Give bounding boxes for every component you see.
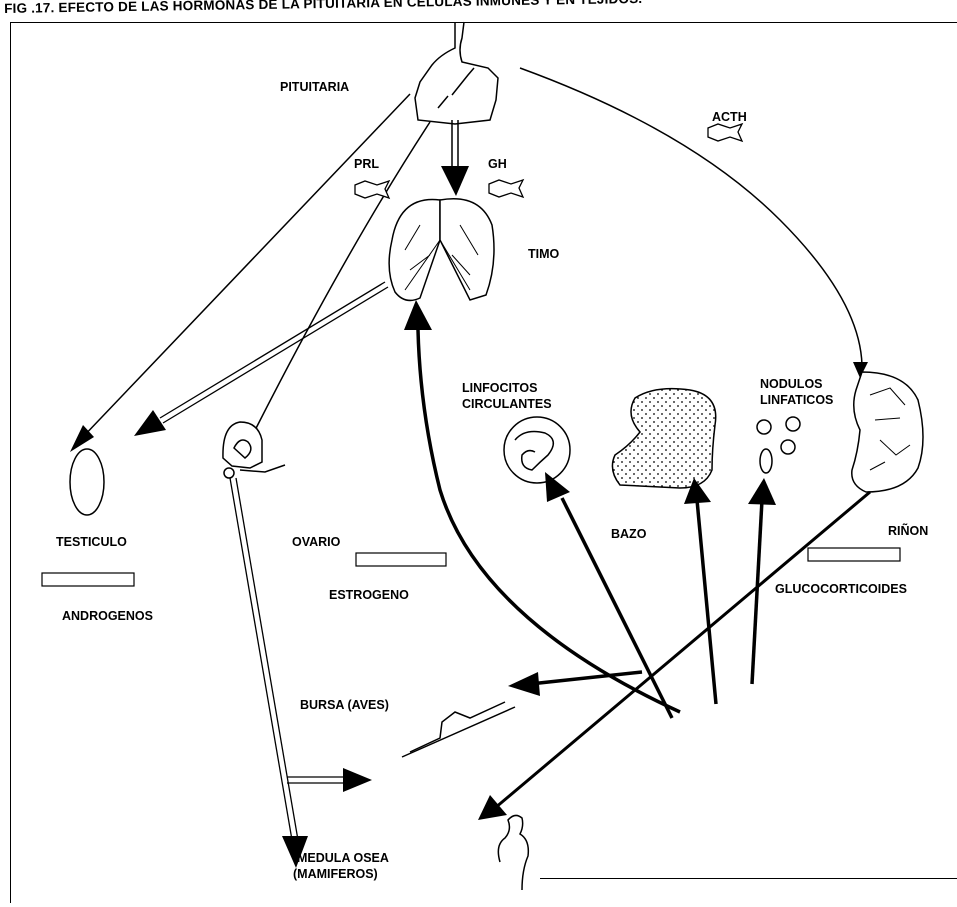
label-linfocitos-1: LINFOCITOS [462, 381, 537, 396]
arrow-ovario-bursa [287, 768, 372, 792]
label-ovario: OVARIO [292, 535, 340, 550]
label-timo: TIMO [528, 247, 559, 262]
label-testiculo: TESTICULO [56, 535, 127, 550]
glucocorticoid-line [495, 492, 870, 808]
arrowhead-nodulos [748, 478, 776, 505]
androgenos-bar [42, 573, 134, 586]
arrow-gluco-bazo [697, 500, 716, 704]
label-medula-1: MEDULA OSEA [297, 851, 389, 866]
spleen-organ [612, 389, 715, 488]
arrowhead-medula [478, 795, 507, 820]
label-bazo: BAZO [611, 527, 646, 542]
glucocorticoides-bar [808, 548, 900, 561]
arrow-acth-rinon [520, 68, 862, 365]
arrowhead-bursa [508, 672, 540, 696]
label-estrogeno: ESTROGENO [329, 588, 409, 603]
hormone-tag-icon [355, 124, 742, 198]
label-medula-2: (MAMIFEROS) [293, 867, 378, 882]
label-pituitaria: PITUITARIA [280, 80, 349, 95]
arrow-pituitaria-testiculo [80, 94, 410, 440]
label-glucocorticoides: GLUCOCORTICOIDES [775, 582, 907, 597]
thymus-organ [389, 199, 494, 301]
label-nodulos-1: NODULOS [760, 377, 823, 392]
label-gh: GH [488, 157, 507, 172]
lymph-nodes [757, 417, 800, 473]
pituitary-organ [415, 22, 498, 124]
label-nodulos-2: LINFATICOS [760, 393, 833, 408]
bursa-organ [402, 702, 515, 757]
arrow-timo-testiculo [134, 282, 388, 436]
estrogeno-bar [356, 553, 446, 566]
label-linfocitos-2: CIRCULANTES [462, 397, 552, 412]
label-acth: ACTH [712, 110, 747, 125]
arrowhead-timo [404, 300, 432, 330]
ovary-organ [223, 422, 285, 478]
label-rinon: RIÑON [888, 524, 928, 539]
label-bursa: BURSA (AVES) [300, 698, 389, 713]
kidney-organ [852, 372, 923, 492]
arrow-gh-timo [441, 120, 469, 196]
testicle-shape [70, 449, 104, 515]
lymphocyte-cell [504, 417, 570, 483]
label-androgenos: ANDROGENOS [62, 609, 153, 624]
arrow-gluco-bursa [530, 672, 642, 684]
bone-marrow-organ [498, 815, 528, 890]
label-prl: PRL [354, 157, 379, 172]
